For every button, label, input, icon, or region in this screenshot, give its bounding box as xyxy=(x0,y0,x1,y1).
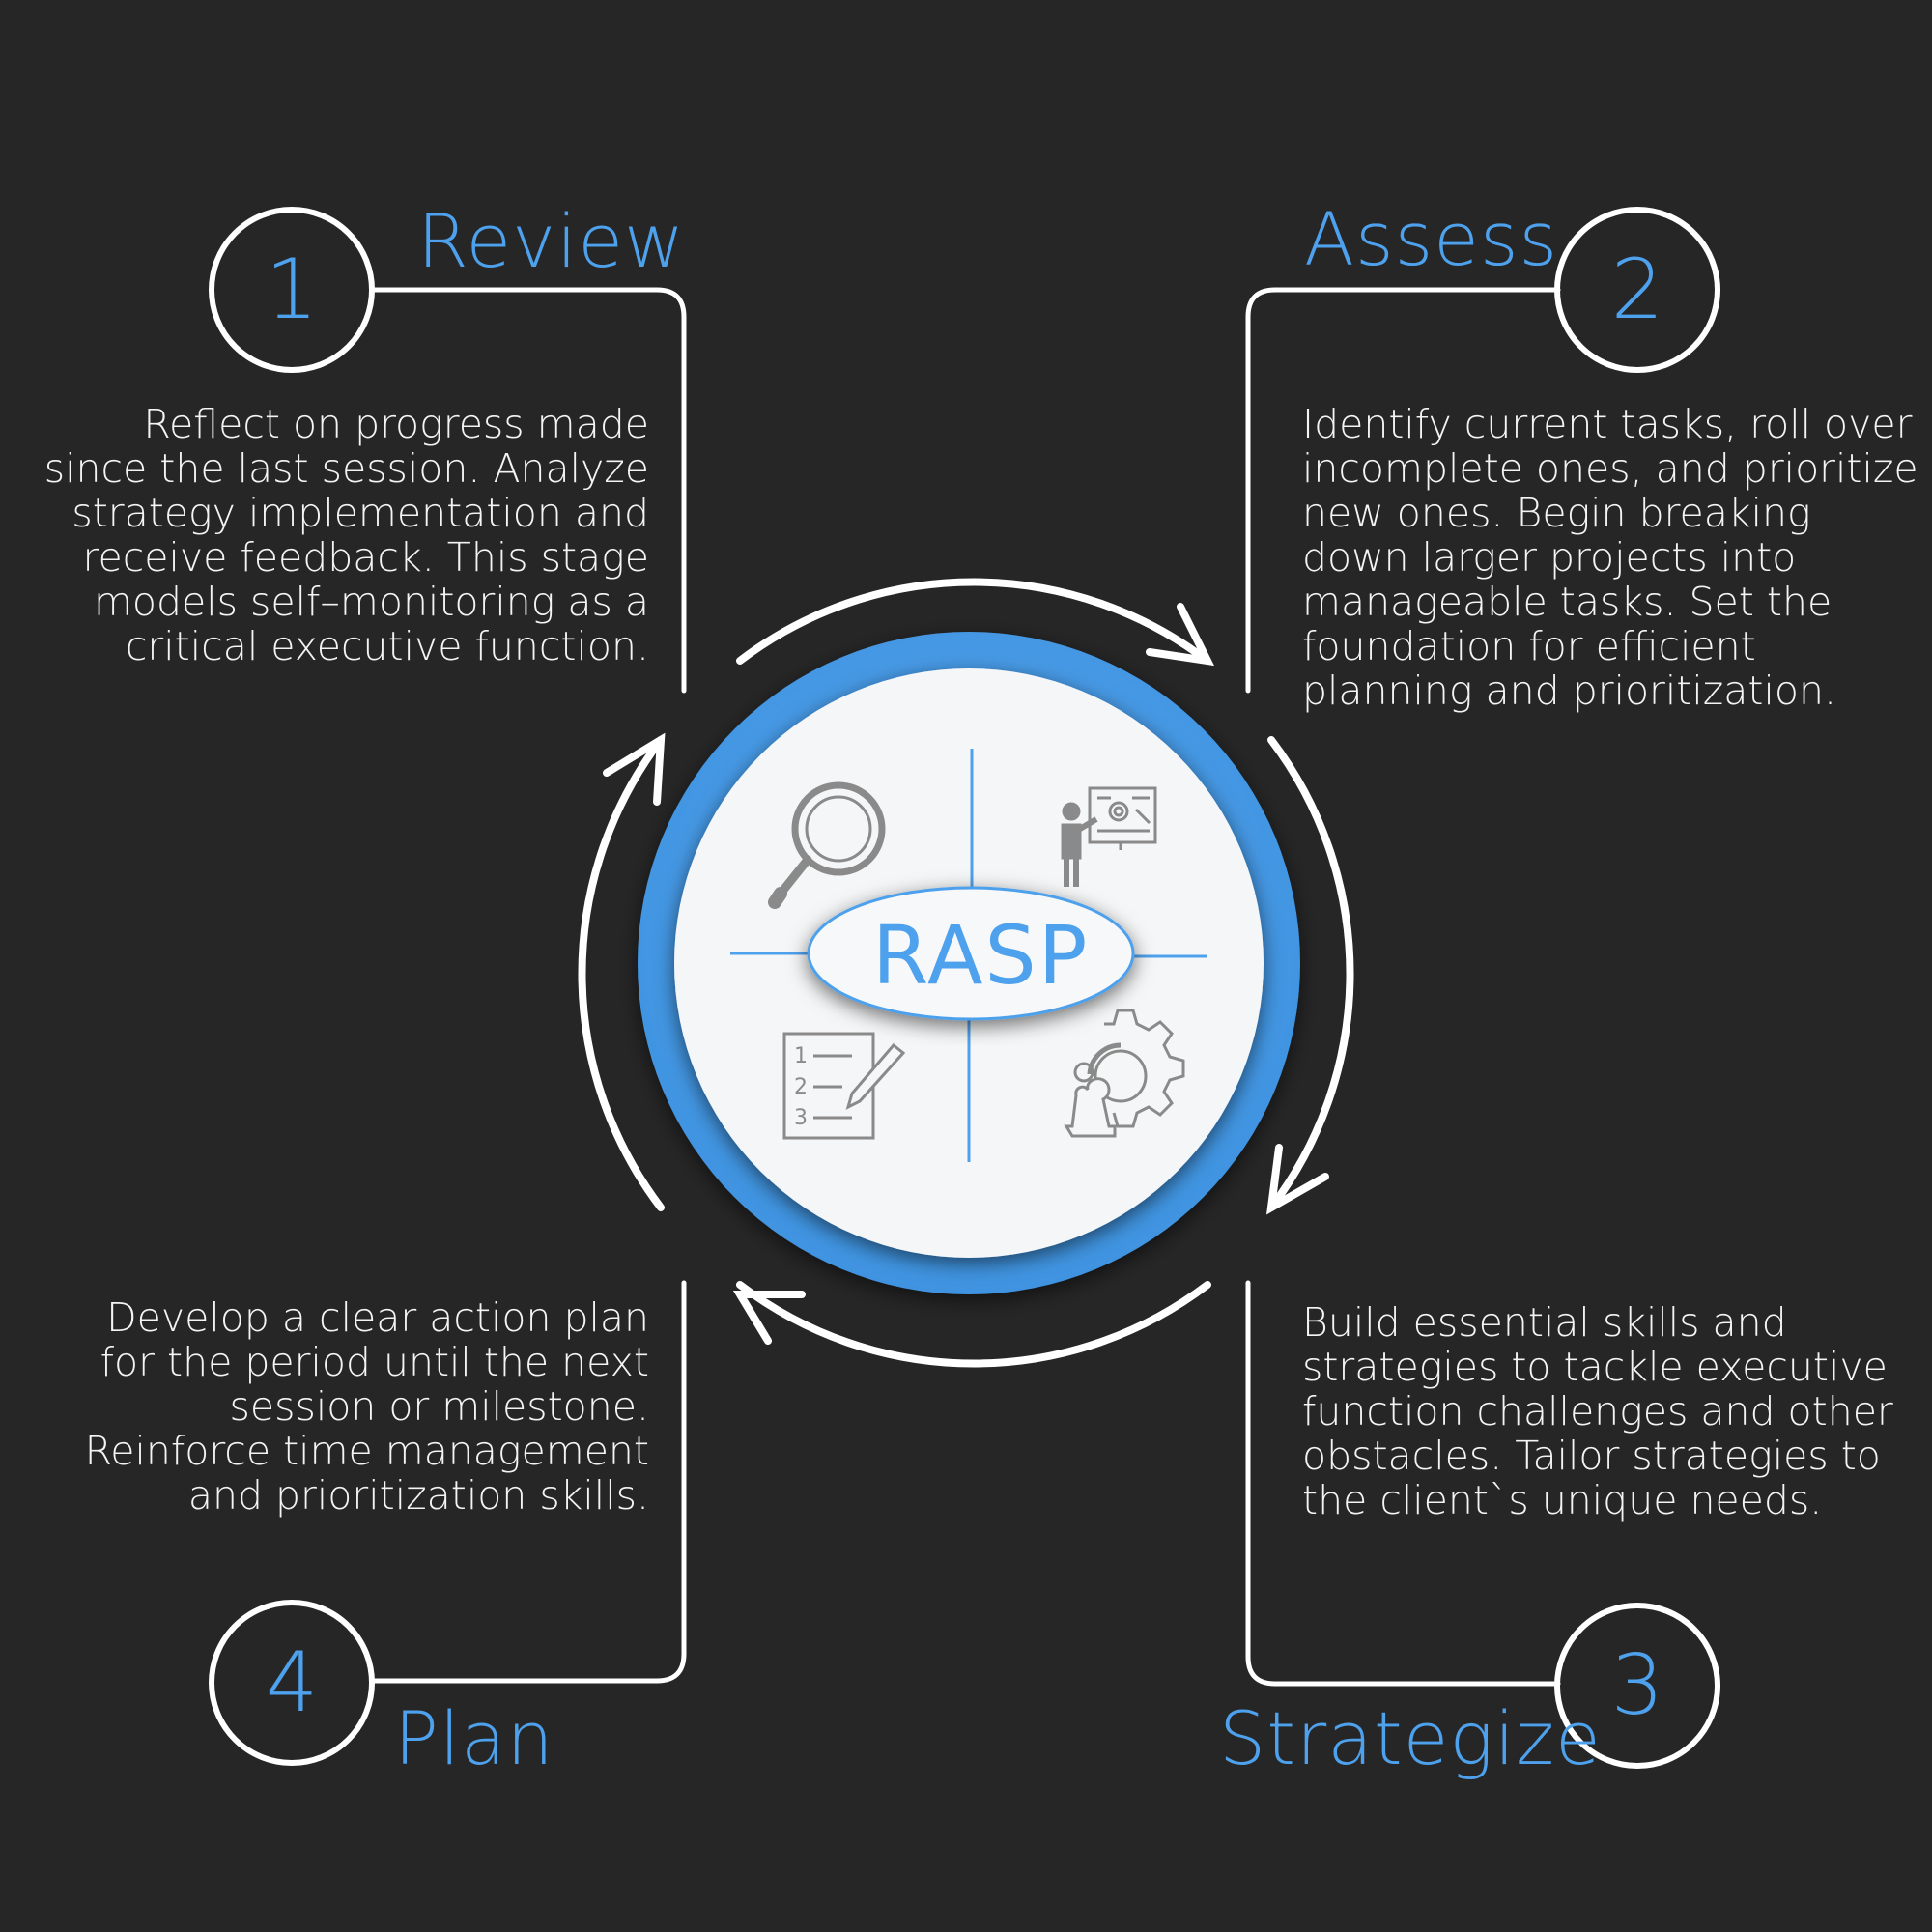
step-3-line: obstacles. Tailor strategies to xyxy=(1302,1433,1881,1479)
cycle-arrowhead-right xyxy=(1266,1144,1329,1215)
step-3-line: the client`s unique needs. xyxy=(1302,1477,1823,1523)
step-3-description: Build essential skills and strategies to… xyxy=(1302,1300,1893,1522)
rasp-label-ellipse xyxy=(807,886,1135,1021)
step-4-circle xyxy=(209,1600,375,1766)
step-1-line: receive feedback. This stage xyxy=(82,534,649,581)
step-1-line: since the last session. Analyze xyxy=(43,445,649,492)
step-1-line: strategy implementation and xyxy=(71,490,649,536)
step-1-line: models self–monitoring as a xyxy=(93,579,649,625)
step-2-line: incomplete ones, and prioritize xyxy=(1302,445,1918,492)
connector-line-4 xyxy=(369,1280,687,1684)
step-1-line: critical executive function. xyxy=(125,623,649,669)
cycle-arc-top xyxy=(736,578,1211,665)
cycle-arc-left xyxy=(578,736,665,1211)
step-1-number: 1 xyxy=(265,242,319,338)
presenter-icon xyxy=(1061,786,1157,887)
step-2-line: foundation for efficient xyxy=(1302,623,1756,669)
magnifier-icon xyxy=(768,781,886,909)
strategy-gear-icon xyxy=(1064,1009,1185,1138)
connector-line-1 xyxy=(369,287,687,694)
step-4-line: and prioritization skills. xyxy=(187,1472,649,1519)
step-3-circle xyxy=(1554,1603,1720,1769)
cycle-arrowhead-top xyxy=(1146,603,1215,667)
step-1-circle xyxy=(209,207,375,373)
step-4-line: Develop a clear action plan xyxy=(106,1294,649,1341)
connector-line-2 xyxy=(1245,287,1561,694)
step-3-number: 3 xyxy=(1610,1637,1664,1734)
step-1-description: Reflect on progress made since the last … xyxy=(44,402,649,668)
step-4-line: Reinforce time management xyxy=(84,1428,649,1474)
step-2-line: Identify current tasks, roll over xyxy=(1302,401,1913,447)
step-2-line: down larger projects into xyxy=(1302,534,1797,581)
step-3-title: Strategize xyxy=(1219,1695,1602,1781)
step-2-circle xyxy=(1554,207,1720,373)
cycle-arc-right xyxy=(1267,736,1354,1211)
center-rasp-label: RASP xyxy=(872,908,1090,1003)
step-3-line: function challenges and other xyxy=(1302,1388,1893,1435)
step-1-title: Review xyxy=(417,198,686,284)
step-3-line: Build essential skills and xyxy=(1302,1299,1787,1346)
svg-text:3: 3 xyxy=(794,1106,808,1130)
step-4-description: Develop a clear action plan for the peri… xyxy=(85,1295,649,1518)
step-4-line: session or milestone. xyxy=(229,1383,649,1430)
cycle-arrowhead-left xyxy=(603,732,666,806)
step-1-line: Reflect on progress made xyxy=(143,401,649,447)
numbered-list-icon: 1 2 3 xyxy=(782,1032,906,1140)
step-3-line: strategies to tackle executive xyxy=(1302,1344,1888,1390)
step-2-number: 2 xyxy=(1610,242,1664,338)
svg-text:2: 2 xyxy=(794,1075,808,1099)
cycle-arc-bottom xyxy=(736,1281,1211,1368)
cycle-arrowhead-bottom xyxy=(732,1291,806,1345)
step-4-title: Plan xyxy=(394,1695,554,1781)
step-2-line: manageable tasks. Set the xyxy=(1302,579,1833,625)
step-4-line: for the period until the next xyxy=(99,1339,649,1385)
connector-line-3 xyxy=(1245,1280,1561,1687)
step-2-line: new ones. Begin breaking xyxy=(1302,490,1811,536)
svg-text:1: 1 xyxy=(794,1044,808,1068)
step-2-line: planning and prioritization. xyxy=(1302,668,1836,714)
step-2-title: Assess xyxy=(1304,196,1559,282)
step-2-description: Identify current tasks, roll over incomp… xyxy=(1302,402,1918,713)
step-4-number: 4 xyxy=(265,1634,319,1731)
